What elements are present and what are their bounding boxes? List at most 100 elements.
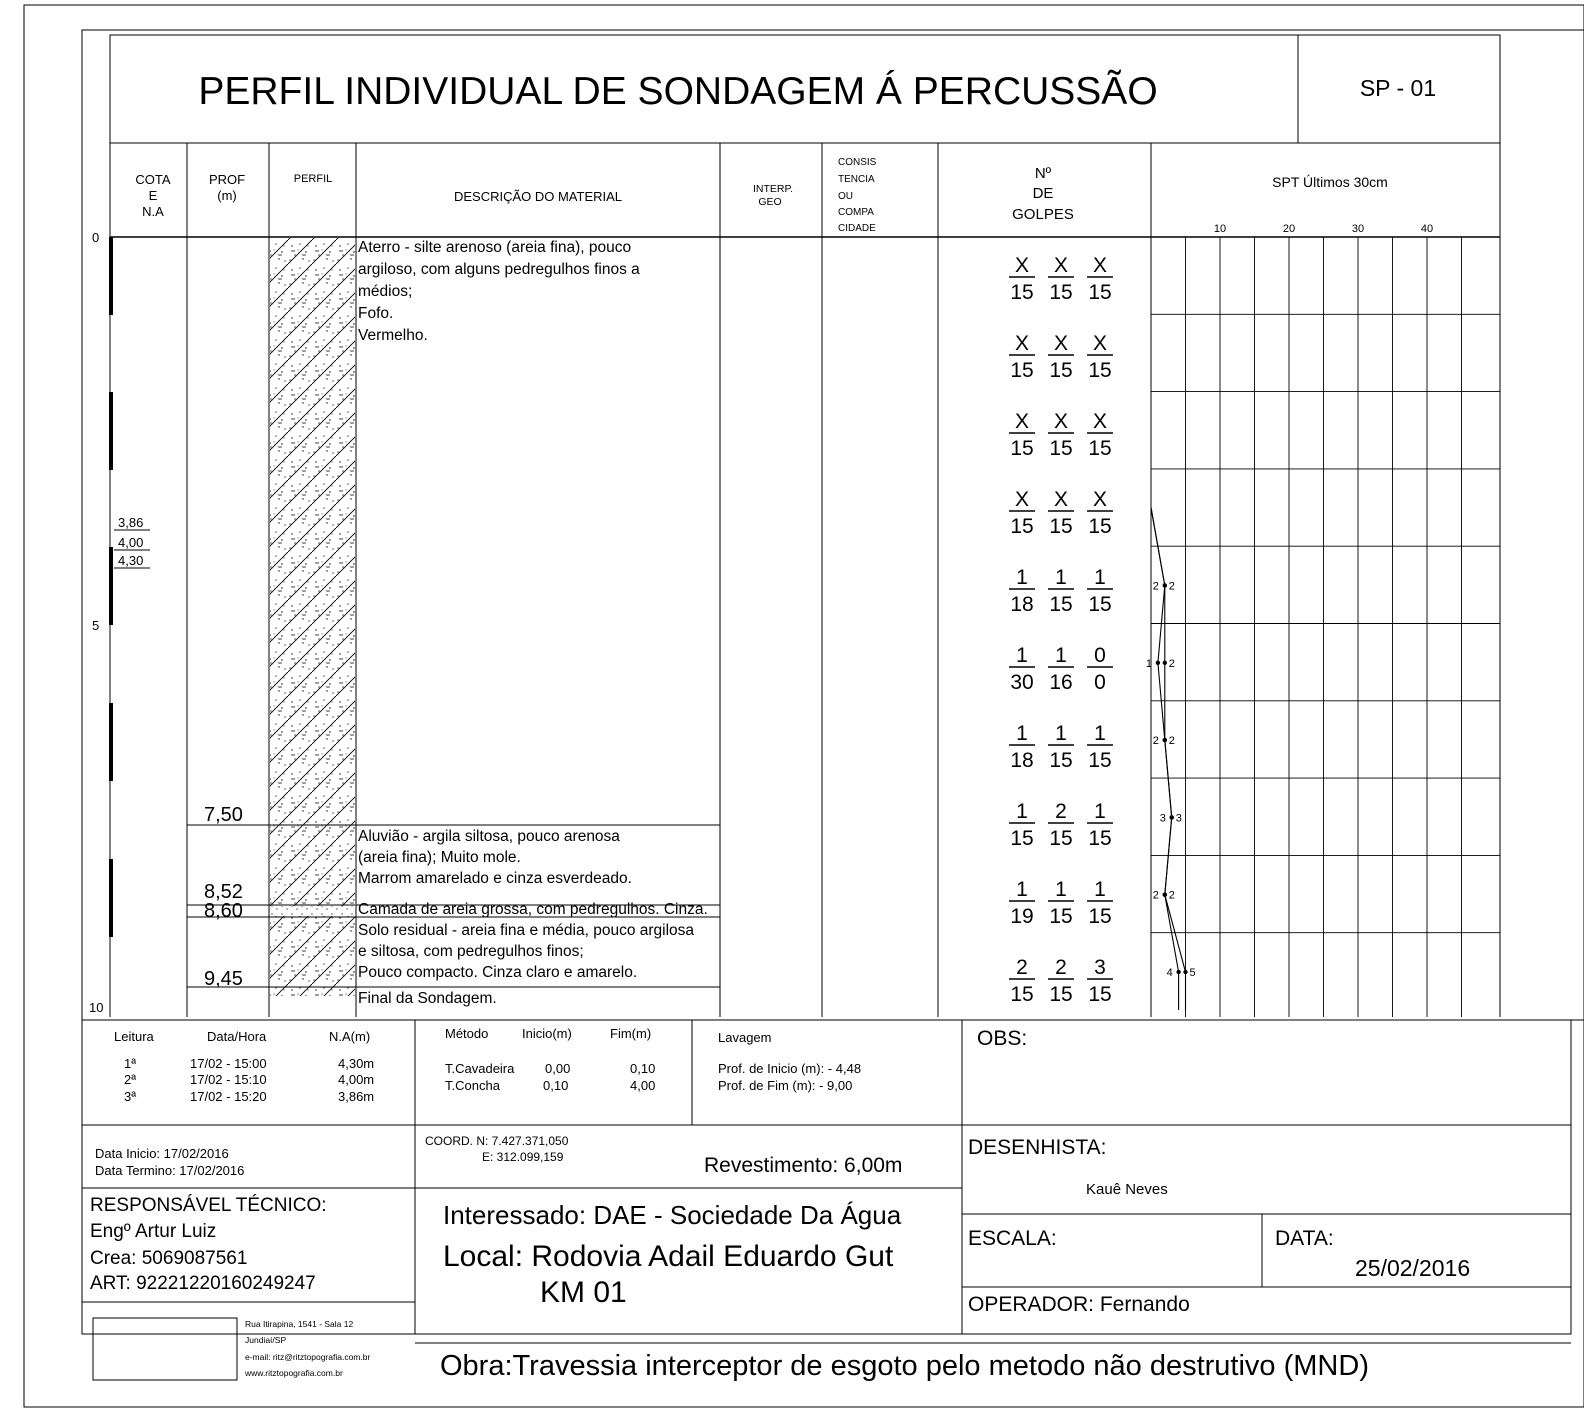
blow-numerator: 1 [1016, 800, 1028, 823]
blow-numerator: 1 [1016, 878, 1028, 901]
blow-denominator: 15 [1049, 905, 1072, 928]
spt-data-label: 2 [1153, 890, 1159, 902]
blow-denominator: 15 [1010, 827, 1033, 850]
layer-depth-4: 9,45 [204, 968, 243, 990]
spt-data-label: 1 [1146, 658, 1152, 670]
responsavel-art: ART: 92221220160249247 [90, 1273, 316, 1294]
blow-denominator: 30 [1010, 671, 1033, 694]
depth-scale: 0 5 10 [89, 230, 113, 1015]
readings-header-data: Data/Hora [207, 1029, 267, 1044]
reading-2-na: 4,00m [338, 1072, 374, 1087]
method-1-fim: 0,10 [630, 1061, 655, 1076]
blow-denominator: 15 [1049, 593, 1072, 616]
blow-numerator: 1 [1094, 800, 1106, 823]
header-prof-2: (m) [217, 188, 237, 203]
coord-e: E: 312.099,159 [482, 1150, 564, 1164]
blow-numerator: 0 [1094, 644, 1106, 667]
layer-2-line-1: Aluvião - argila siltosa, pouco arenosa [358, 828, 620, 845]
spt-grid [1151, 237, 1500, 1017]
header-interp-2: GEO [758, 196, 781, 208]
header-spt: SPT Últimos 30cm [1272, 174, 1388, 190]
depth-label-5: 5 [92, 618, 99, 633]
data-inicio: Data Inicio: 17/02/2016 [95, 1146, 229, 1161]
blow-numerator: 1 [1055, 644, 1067, 667]
spt-data-label: 5 [1190, 967, 1196, 979]
layer-descriptions: Aterro - silte arenoso (areia fina), pou… [358, 239, 708, 1007]
blow-denominator: 19 [1010, 905, 1033, 928]
header-consis-5: CIDADE [838, 223, 876, 234]
header-interp-1: INTERP. [753, 183, 793, 195]
blow-numerator: 1 [1094, 722, 1106, 745]
blow-denominator: 15 [1049, 359, 1072, 382]
responsavel-eng: Engº Artur Luiz [90, 1221, 216, 1242]
spt-point [1162, 660, 1168, 665]
interessado: Interessado: DAE - Sociedade Da Água [443, 1200, 902, 1230]
spt-series-line [1150, 507, 1187, 1010]
blow-denominator: 15 [1049, 749, 1072, 772]
spt-data-label: 4 [1167, 967, 1173, 979]
spt-data-label: 2 [1169, 658, 1175, 670]
layer-2-line-3: Marrom amarelado e cinza esverdeado. [358, 870, 632, 887]
revestimento: Revestimento: 6,00m [704, 1154, 902, 1177]
spt-tick-10: 10 [1214, 223, 1226, 235]
blow-denominator: 15 [1088, 437, 1111, 460]
blow-denominator: 15 [1088, 515, 1111, 538]
blow-denominator: 15 [1088, 749, 1111, 772]
readings-table: Leitura Data/Hora N.A(m) 1ª 17/02 - 15:0… [114, 1029, 374, 1104]
desenhista-name: Kauê Neves [1086, 1181, 1168, 1198]
blow-denominator: 0 [1094, 671, 1106, 694]
method-2-inicio: 0,10 [543, 1078, 568, 1093]
method-1-name: T.Cavadeira [445, 1061, 515, 1076]
blow-numerator: 2 [1055, 800, 1067, 823]
layer-depth-3: 8,60 [204, 900, 243, 922]
blow-denominator: 15 [1010, 281, 1033, 304]
desenhista-label: DESENHISTA: [968, 1136, 1106, 1159]
blow-numerator: X [1015, 410, 1029, 433]
method-header-fim: Fim(m) [610, 1026, 651, 1041]
blow-numerator: 1 [1055, 722, 1067, 745]
header-cota-2: E [149, 188, 158, 203]
layer-depth-2: 8,52 [204, 881, 243, 903]
water-level-2: 4,00 [118, 535, 143, 550]
frames [23, 4, 1584, 1408]
header-prof-1: PROF [209, 172, 245, 187]
spt-tick-30: 30 [1352, 223, 1364, 235]
method-header-metodo: Método [445, 1026, 488, 1041]
blow-numerator: X [1054, 410, 1068, 433]
blow-denominator: 15 [1010, 983, 1033, 1006]
layer-4-line-2: e siltosa, com pedregulhos finos; [358, 943, 584, 960]
blow-denominator: 15 [1010, 359, 1033, 382]
blow-numerator: X [1054, 254, 1068, 277]
local-line-1: Local: Rodovia Adail Eduardo Gut [443, 1240, 894, 1273]
method-1-inicio: 0,00 [545, 1061, 570, 1076]
reading-3-na: 3,86m [338, 1089, 374, 1104]
blow-numerator: X [1015, 488, 1029, 511]
obra: Obra:Travessia interceptor de esgoto pel… [440, 1350, 1369, 1382]
blow-numerator: 2 [1055, 956, 1067, 979]
header-consis-1: CONSIS [838, 157, 877, 168]
layer-4-line-3: Pouco compacto. Cinza claro e amarelo. [358, 964, 637, 981]
lavagem-title: Lavagem [718, 1030, 771, 1045]
lavagem-fim: Prof. de Fim (m): - 9,00 [718, 1078, 852, 1093]
header-consis-4: COMPA [838, 207, 874, 218]
blow-denominator: 15 [1010, 515, 1033, 538]
info-grid [82, 1020, 1571, 1381]
title-block: PERFIL INDIVIDUAL DE SONDAGEM Á PERCUSSÃ… [109, 34, 1501, 144]
layer-depth-1: 7,50 [204, 804, 243, 826]
company-address: Rua Itirapina, 1541 - Sala 12 [245, 1319, 353, 1329]
spt-point [1176, 969, 1181, 975]
data-value: 25/02/2016 [1355, 1255, 1470, 1281]
reading-1-date: 17/02 - 15:00 [190, 1056, 267, 1071]
spt-data-label: 2 [1169, 890, 1175, 902]
sheet-code: SP - 01 [1360, 75, 1436, 101]
reading-2-n: 2ª [124, 1072, 136, 1087]
readings-header-na: N.A(m) [329, 1029, 370, 1044]
header-perfil: PERFIL [294, 173, 333, 185]
spt-data-label: 2 [1153, 735, 1159, 747]
lavagem-inicio: Prof. de Inicio (m): - 4,48 [718, 1061, 861, 1076]
blow-numerator: X [1054, 488, 1068, 511]
